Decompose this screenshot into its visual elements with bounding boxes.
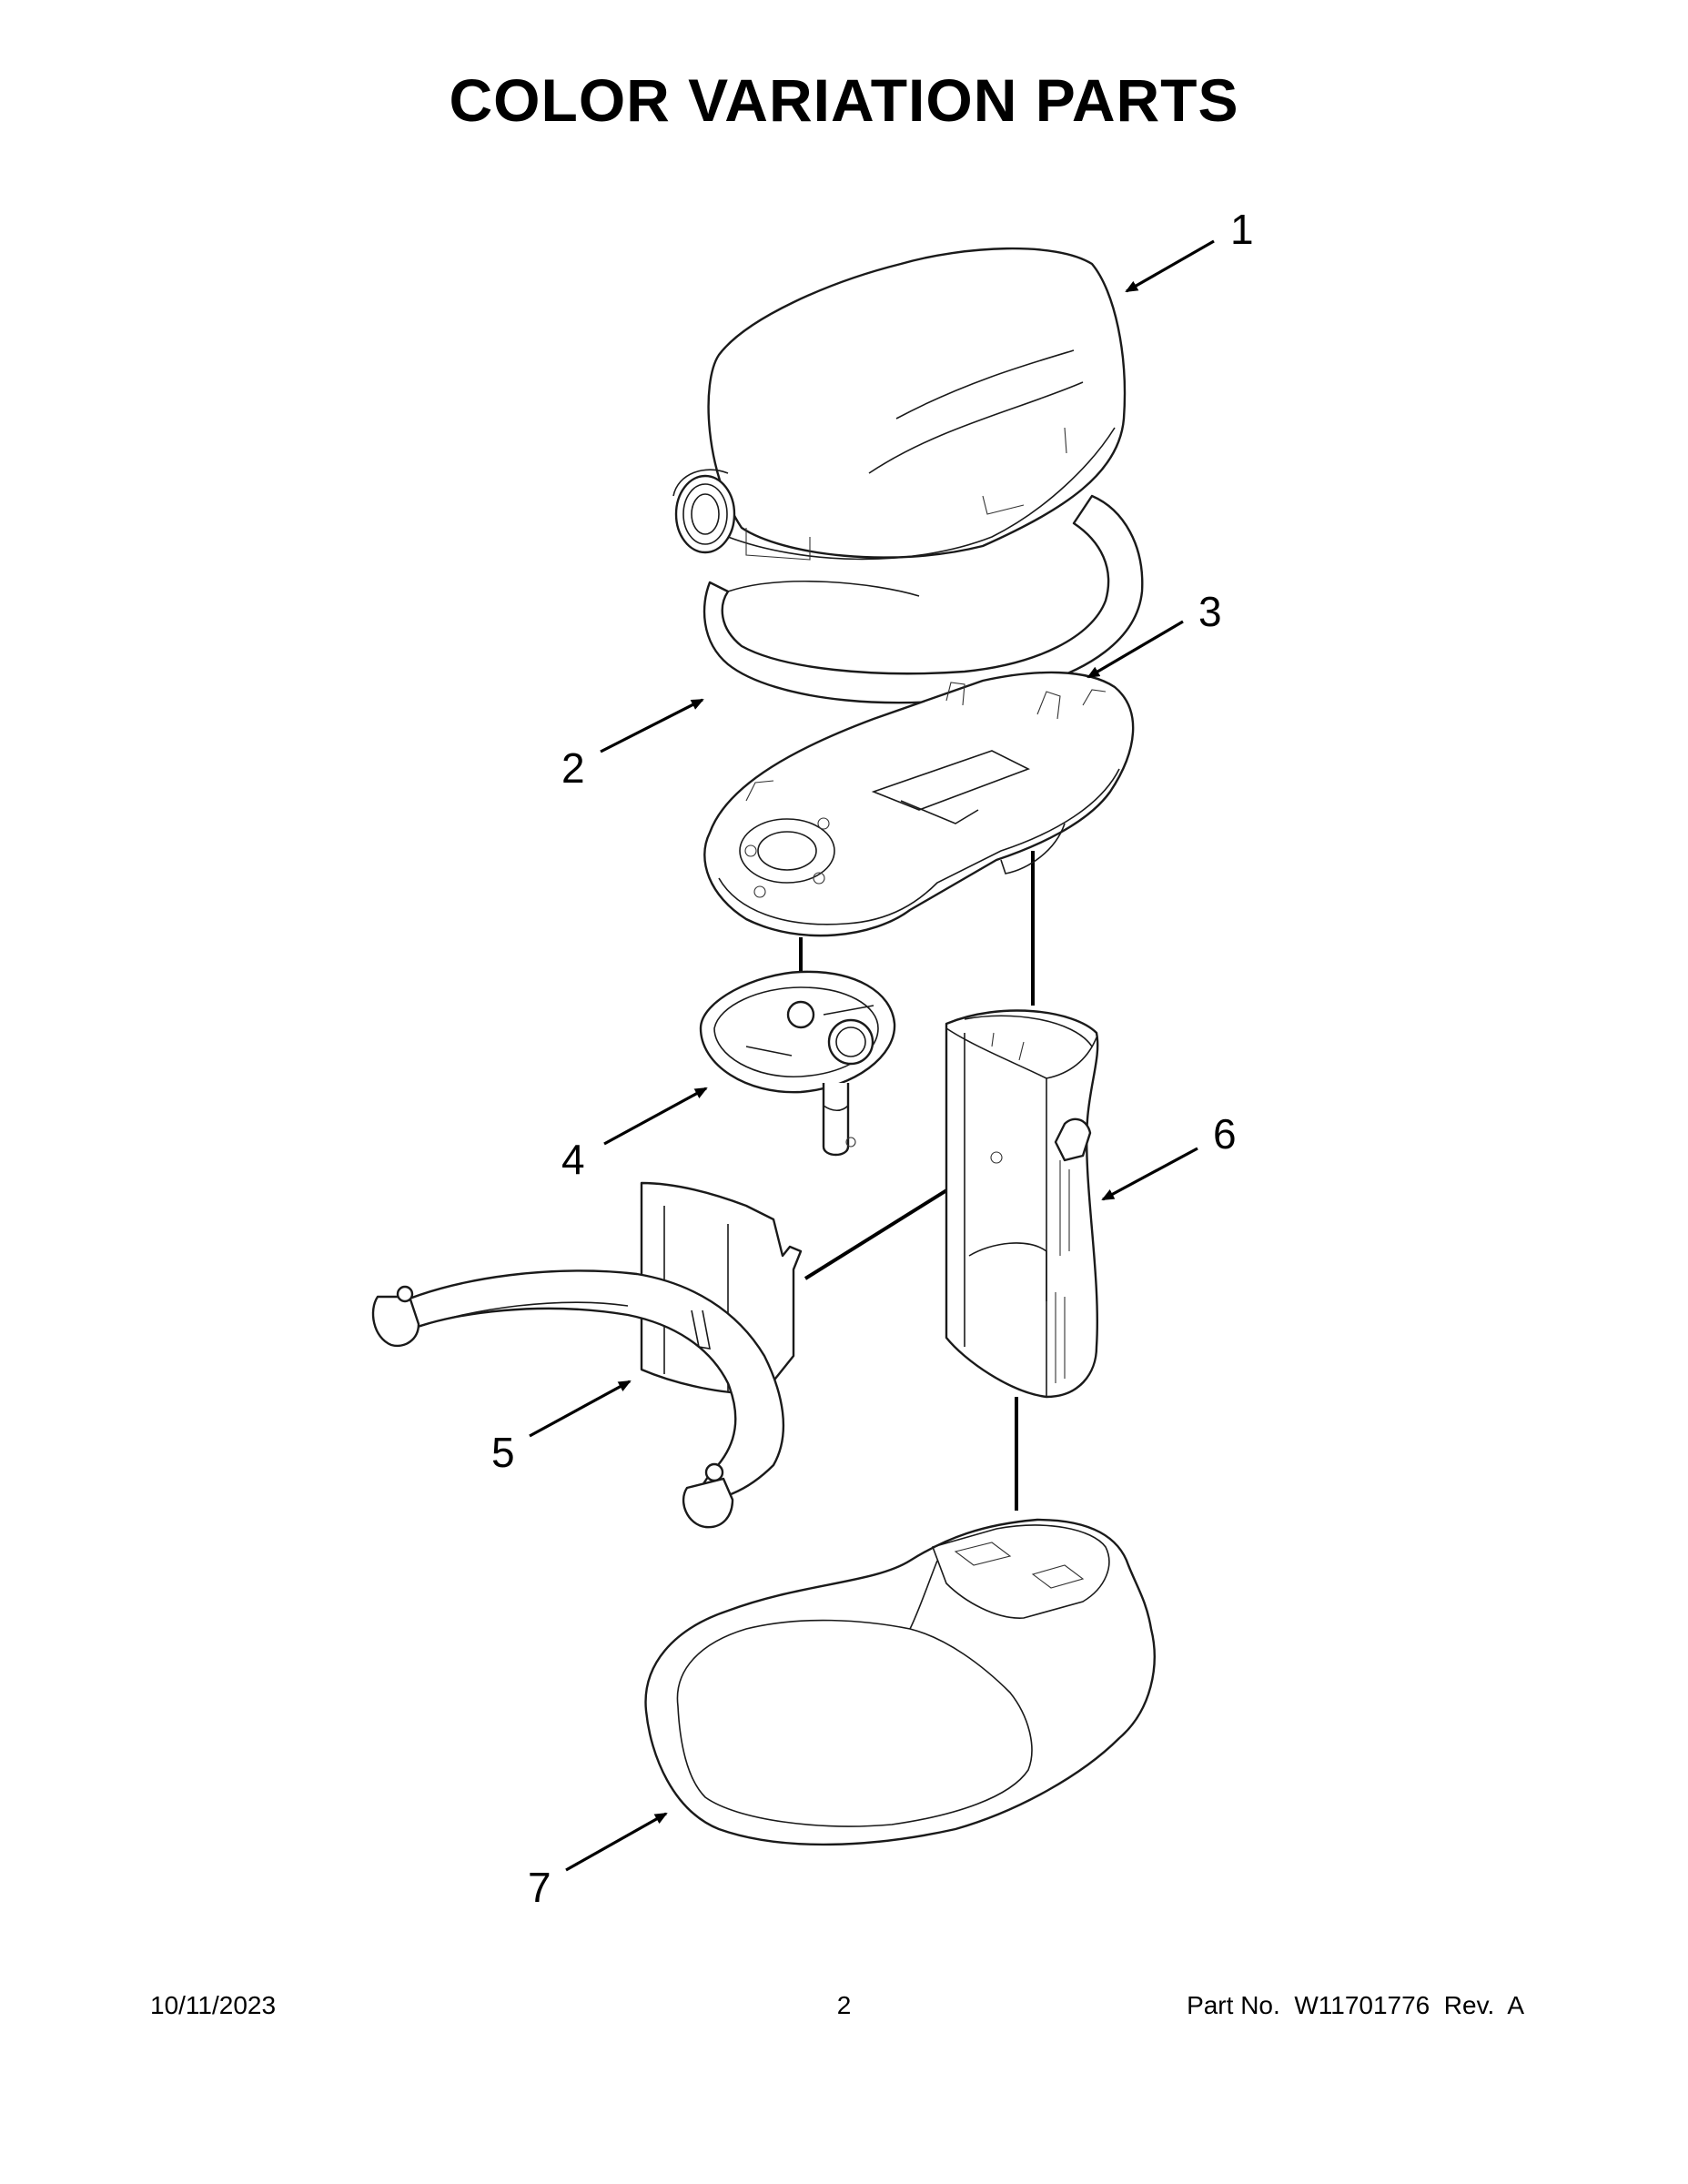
leader-arrow-7 xyxy=(565,1812,668,1872)
footer-part-number: Part No. W11701776 Rev. A xyxy=(1187,1991,1524,2019)
callout-6: 6 xyxy=(1213,1110,1237,1158)
callout-3: 3 xyxy=(1198,588,1222,635)
leader-arrow-3 xyxy=(1087,620,1184,679)
leader-arrow-1 xyxy=(1125,239,1215,293)
leader-arrow-6 xyxy=(1101,1147,1198,1201)
part-3-gear-housing xyxy=(703,671,1135,937)
callout-4: 4 xyxy=(561,1136,585,1183)
callout-2: 2 xyxy=(561,744,585,792)
part-5-bowl-bracket xyxy=(371,1181,803,1529)
part-6-column xyxy=(945,1009,1099,1399)
callout-7: 7 xyxy=(528,1864,551,1911)
footer-date: 10/11/2023 xyxy=(150,1991,277,2019)
callout-1: 1 xyxy=(1230,206,1254,253)
leader-arrow-5 xyxy=(529,1380,632,1438)
leader-arrow-2 xyxy=(600,698,704,753)
part-2-trim-band xyxy=(702,494,1144,704)
footer-page-number: 2 xyxy=(836,1991,852,2019)
part-7-base xyxy=(644,1518,1156,1846)
part-4-gear-plate xyxy=(699,970,896,1157)
leader-arrow-4 xyxy=(603,1087,708,1146)
callout-5: 5 xyxy=(491,1429,515,1476)
part-1-head-cover xyxy=(672,247,1127,561)
page-title: COLOR VARIATION PARTS xyxy=(449,66,1239,134)
